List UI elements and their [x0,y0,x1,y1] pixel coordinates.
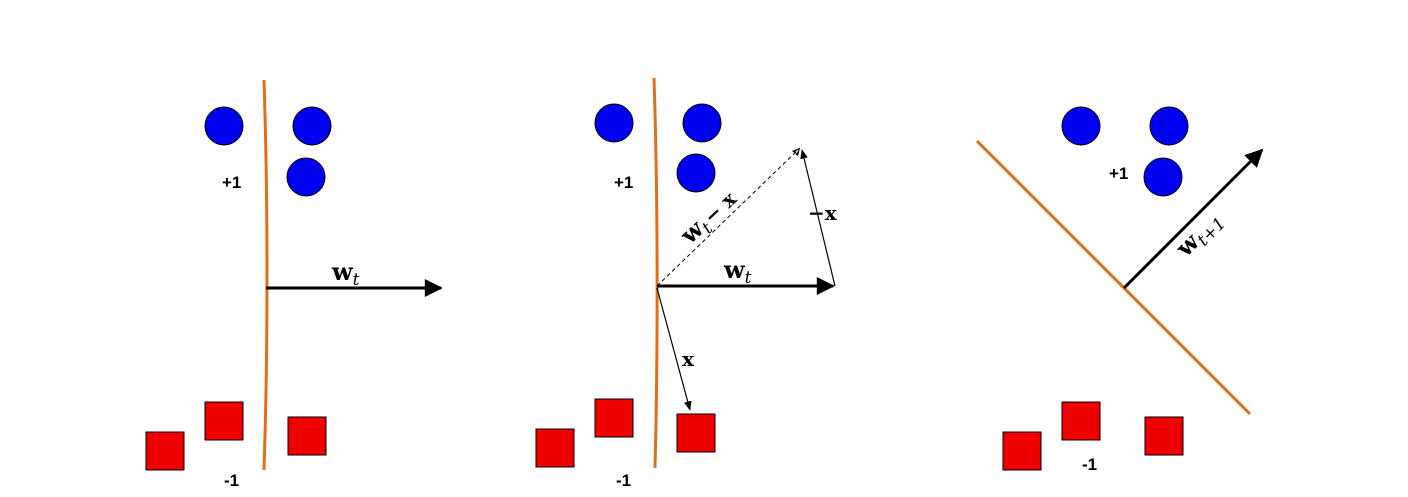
x-vector [656,287,692,411]
difference-vector-tip [792,148,800,156]
difference-vector-label: wt− x [674,183,746,253]
minus-one-label: -1 [1082,455,1097,474]
weight-vector-label: wt [331,257,360,290]
panel-3: +1 -1 wt+1 [975,106,1264,474]
panel-1: +1 -1 wt [145,79,443,490]
negative-point [676,413,716,453]
negative-point [1002,431,1042,471]
negative-point [1061,401,1101,441]
negative-point [535,428,575,468]
negative-point [204,401,244,441]
positive-point [1061,106,1101,146]
positive-point [676,153,716,193]
positive-point [292,106,332,146]
positive-point [1143,157,1183,197]
x-label: x [682,347,695,371]
decision-boundary [652,77,659,469]
positive-point [1149,106,1189,146]
decision-boundary [975,139,1252,416]
difference-vector-dashed [656,147,801,287]
negative-x-label: −x [808,201,838,225]
minus-one-label: -1 [224,471,239,490]
positive-point [682,103,722,143]
weight-vector-arrow [1122,148,1264,290]
positive-point [594,103,634,143]
positive-point [204,106,244,146]
negative-point [594,398,634,438]
panel-2: +1 -1 wt wt− x −x x [535,77,838,490]
negative-point [287,416,327,456]
plus-one-label: +1 [614,173,633,192]
weight-vector-label: wt [723,255,752,288]
minus-one-label: -1 [616,471,631,490]
negative-point [1144,416,1184,456]
decision-boundary [262,79,269,471]
positive-point [286,157,326,197]
plus-one-label: +1 [222,173,241,192]
plus-one-label: +1 [1109,164,1128,183]
negative-point [145,431,185,471]
negative-x-vector [800,149,836,287]
